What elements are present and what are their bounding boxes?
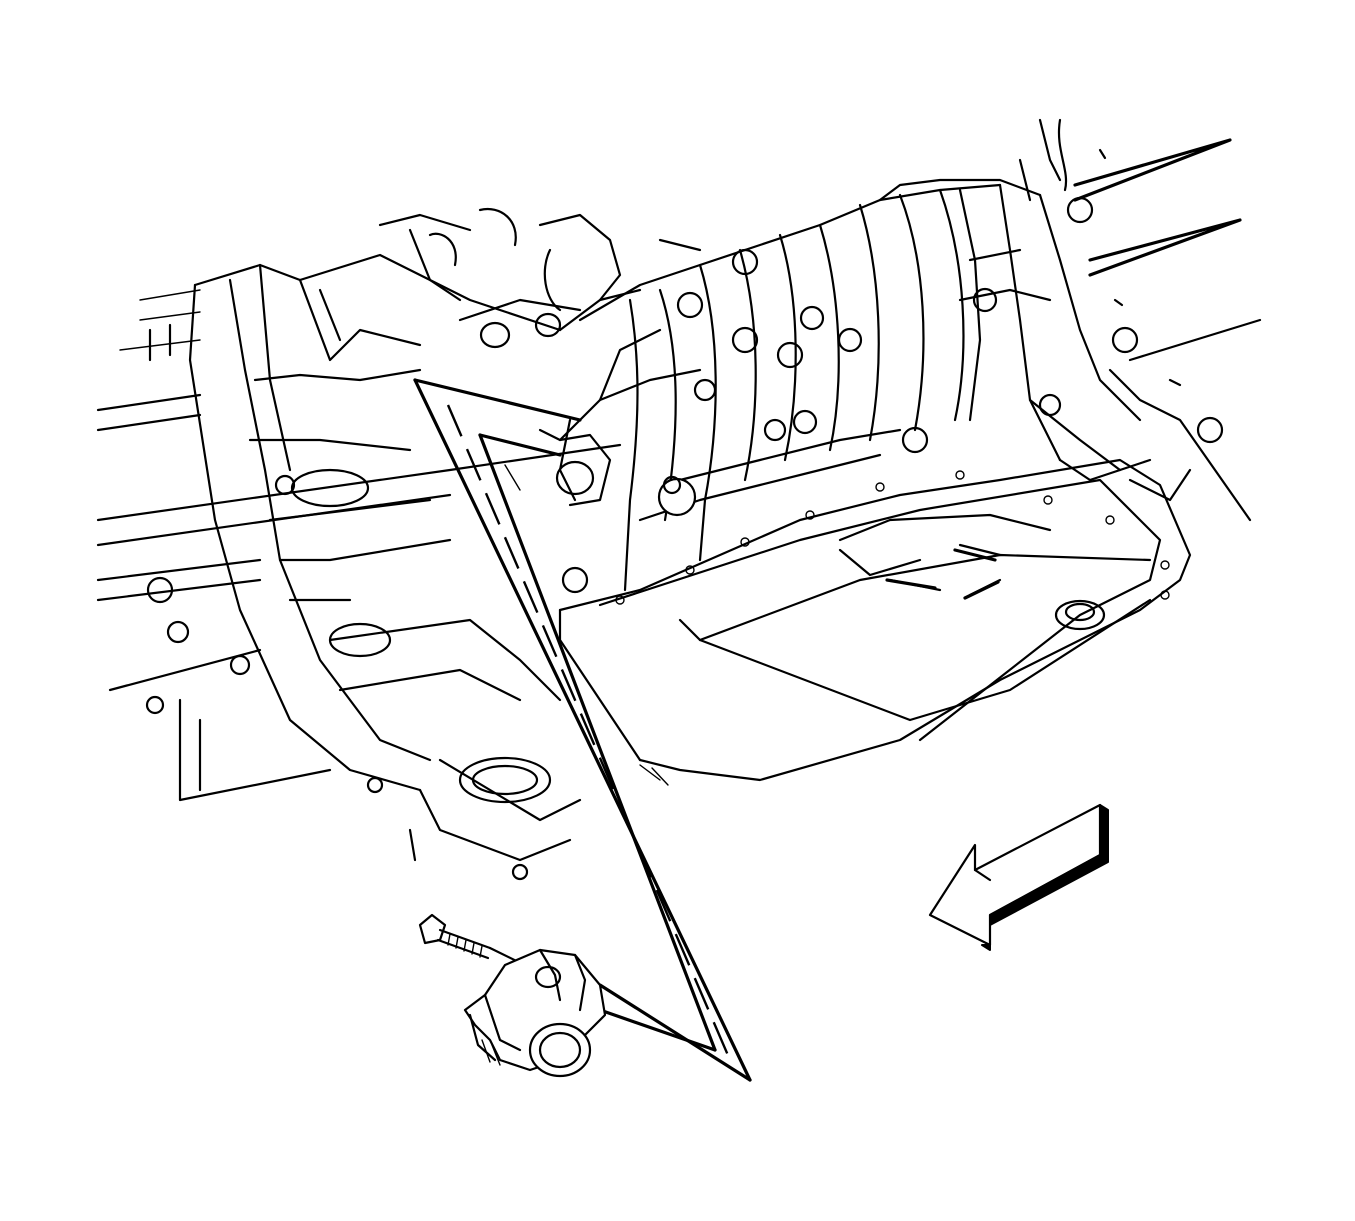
sensor-housing	[463, 948, 607, 1078]
oil-pan	[558, 458, 1192, 786]
transmission-case	[558, 183, 1002, 592]
removed-component	[418, 913, 607, 1078]
front-direction-arrow	[928, 803, 1109, 951]
engine-block	[378, 207, 642, 594]
drive-shaft	[1073, 138, 1262, 444]
callout-leader	[413, 378, 752, 1082]
frame-rail-left	[96, 289, 622, 802]
tail-housing	[878, 118, 1252, 522]
bellhousing	[188, 253, 582, 881]
